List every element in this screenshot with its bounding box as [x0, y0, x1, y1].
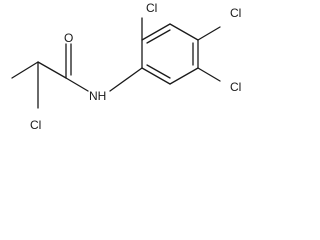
ring-bond-3 — [169, 23, 199, 41]
ring-bond-5 — [169, 67, 199, 85]
bond-ring-cl-right-top — [197, 26, 221, 41]
bond-n-ring — [109, 67, 143, 92]
atom-cl-alpha: Cl — [30, 118, 41, 132]
atom-cl-ring-right-top: Cl — [230, 6, 241, 20]
ring-bond-6 — [141, 67, 171, 85]
structure-diagram: O NH Cl Cl Cl Cl — [11, 1, 241, 132]
atom-cl-ring-right-bottom: Cl — [230, 80, 241, 94]
ring-double-1 — [146, 29, 171, 44]
bond-methyl-alpha — [11, 61, 39, 79]
ring-double-3 — [146, 64, 171, 79]
ring-bond-2 — [141, 23, 171, 41]
bond-alpha-carbonyl — [37, 61, 67, 79]
atom-nh: NH — [89, 89, 106, 103]
atom-cl-ring-top: Cl — [146, 1, 157, 15]
atom-o: O — [64, 31, 73, 45]
bond-carbonyl-n — [65, 77, 89, 92]
bond-ring-cl-right-bottom — [197, 67, 221, 82]
structure-canvas: O NH Cl Cl Cl Cl — [0, 0, 258, 138]
